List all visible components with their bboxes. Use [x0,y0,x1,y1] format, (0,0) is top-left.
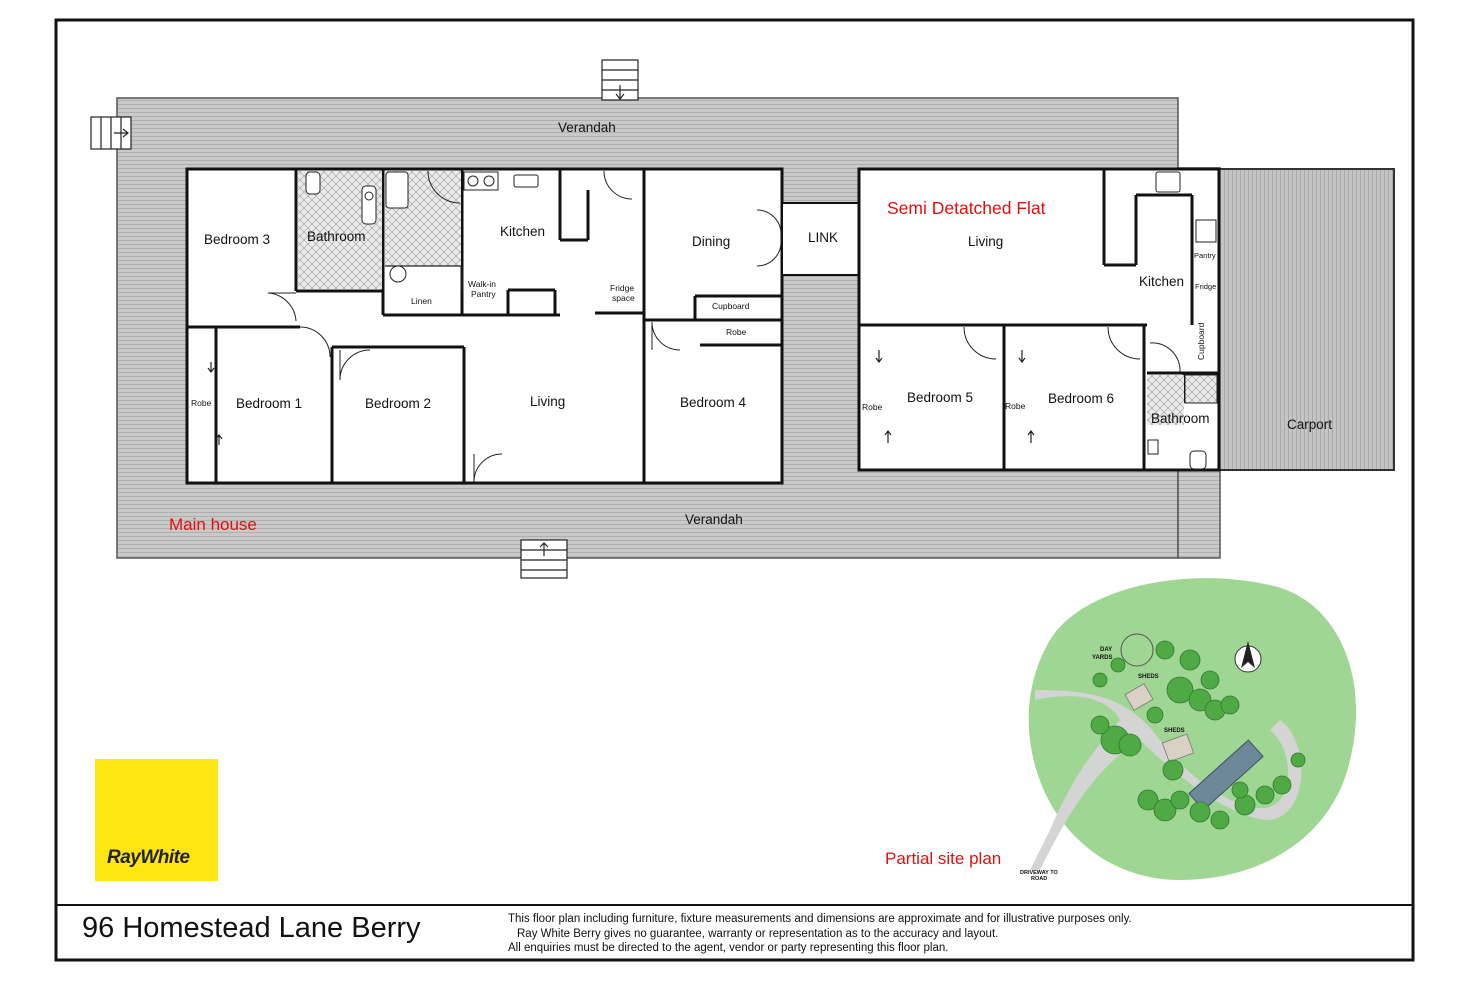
interior-walls-flat [859,169,1219,470]
flat-bathroom-tiles [1147,375,1184,425]
bedroom-2-label: Bedroom 2 [365,396,431,411]
link-label: LINK [808,230,838,245]
raywhite-logo-text: RayWhite [107,847,190,868]
steps-top [601,59,639,101]
living-flat-label: Living [968,234,1003,249]
kitchen-flat-label: Kitchen [1139,274,1184,289]
verandah-top-label: Verandah [558,120,616,135]
bedroom-5-label: Bedroom 5 [907,390,973,405]
disclaimer-line: This floor plan including furniture, fix… [508,913,1132,925]
driveway-label-2: ROAD [1031,876,1047,882]
sheds-label-1: SHEDS [1138,674,1159,680]
site-plan-trees [1090,640,1306,830]
cupboard-flat-label: Cupboard [1196,322,1206,360]
north-arrow-icon [1234,641,1262,673]
bedroom-3-label: Bedroom 3 [204,232,270,247]
disclaimer: This floor plan including furniture, fix… [508,912,1132,956]
verandah-bottom-label: Verandah [685,512,743,527]
dining-label: Dining [692,234,730,249]
sheds-label-2: SHEDS [1164,728,1185,734]
property-address: 96 Homestead Lane Berry [82,912,421,944]
bathroom-flat-label: Bathroom [1151,411,1210,426]
carport-label: Carport [1287,417,1332,432]
bedroom-6-label: Bedroom 6 [1048,391,1114,406]
site-plan-house [1188,739,1264,811]
partial-site-plan-label: Partial site plan [885,849,1001,868]
site-plan-shed-2 [1161,733,1195,763]
site-plan-yard [1120,633,1154,667]
raywhite-logo: RayWhite [95,759,218,881]
steps-left [90,116,132,150]
fridge-space-label-2: space [612,293,635,303]
bedroom-4-label: Bedroom 4 [680,395,747,410]
main-house-label: Main house [169,515,257,534]
walk-in-label: Walk-in [468,279,496,289]
bathroom-main-label: Bathroom [307,229,366,244]
fridge-space-label-1: Fridge [610,283,634,293]
robe-bed5-label: Robe [862,402,883,412]
cupboard-dining-label: Cupboard [712,301,750,311]
pantry-label: Pantry [471,289,496,299]
robe-bed6-label: Robe [1005,401,1026,411]
doors [267,170,1181,483]
pantry-flat-label: Pantry [1194,251,1216,260]
disclaimer-line: Ray White Berry gives no guarantee, warr… [517,927,999,940]
site-plan-lawn [1028,578,1357,880]
semi-detached-flat-label: Semi Detatched Flat [887,198,1046,218]
day-yards-label-2: YARDS [1092,655,1112,661]
fridge-flat-label: Fridge [1195,282,1216,291]
bedroom-1-label: Bedroom 1 [236,396,302,411]
site-plan-driveway [1030,690,1302,870]
link-corridor [781,202,861,276]
page-frame [54,18,1415,962]
robe-arrows [207,350,1035,445]
site-plan-shed [1124,683,1154,711]
interior-walls-main [187,169,782,483]
carport-slab [1218,168,1395,471]
steps-bottom [520,539,568,579]
site-plan [1028,578,1357,880]
driveway-label-1: DRIVEWAY TO [1020,870,1059,876]
robe-dining-label: Robe [726,327,747,337]
living-main-label: Living [530,394,565,409]
day-yards-label-1: DAY [1100,647,1112,653]
disclaimer-line: All enquiries must be directed to the ag… [508,942,949,954]
fixtures [305,171,1218,470]
linen-label: Linen [411,296,432,306]
kitchen-main-label: Kitchen [500,224,545,239]
robe-bed1-label: Robe [191,398,212,408]
